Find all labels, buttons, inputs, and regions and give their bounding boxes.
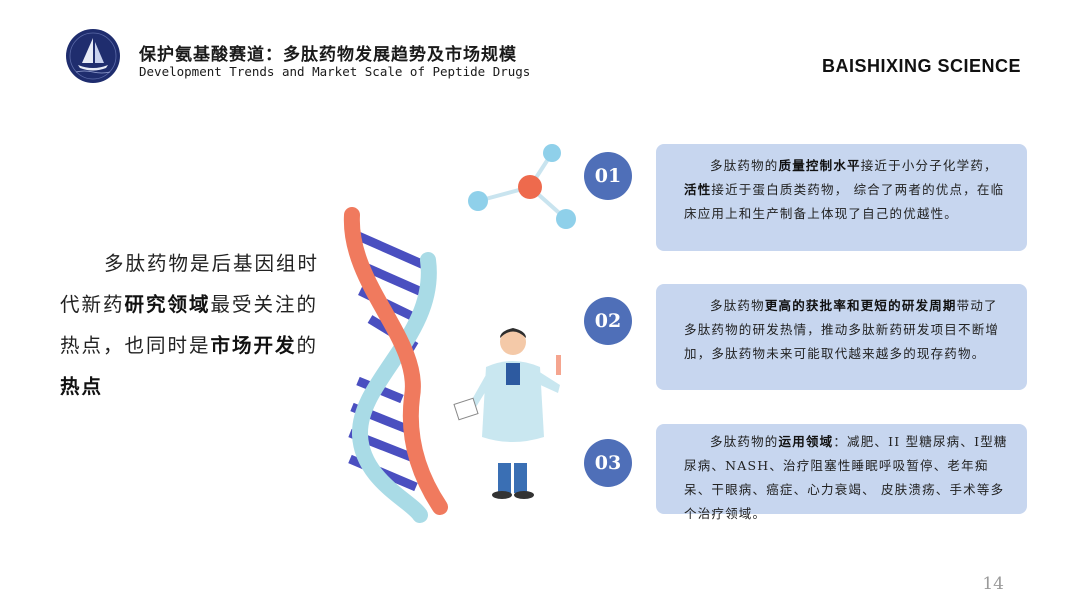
point-card-03: 多肽药物的运用领域：减肥、II 型糖尿病、I型糖尿病、NASH、治疗阻塞性睡眠呼… bbox=[656, 424, 1027, 521]
point-text-02: 多肽药物更高的获批率和更短的研发周期带动了多肽药物的研发热情，推动多肽新药研发项… bbox=[684, 294, 1009, 366]
page-number: 14 bbox=[982, 574, 1004, 594]
point-02-segment: 多肽药物 bbox=[710, 298, 765, 313]
molecule-icon bbox=[468, 144, 576, 229]
statement-segment: 多肽药物是后基因组时代新药 bbox=[60, 252, 320, 316]
statement-segment: 研究领域 bbox=[124, 293, 211, 316]
point-02-segment: 带动了多肽药物的研发热情，推动多肽新药研发项目不断增加，多肽药物未来可能取代越来… bbox=[684, 298, 1000, 361]
statement-segment: 市场开发 bbox=[210, 334, 297, 357]
point-text-03: 多肽药物的运用领域：减肥、II 型糖尿病、I型糖尿病、NASH、治疗阻塞性睡眠呼… bbox=[684, 430, 1009, 526]
key-statement: 多肽药物是后基因组时代新药研究领域最受关注的热点，也同时是市场开发的热点 bbox=[60, 243, 332, 407]
page-title: 保护氨基酸赛道：多肽药物发展趋势及市场规模 bbox=[139, 45, 517, 65]
brand-name: BAISHIXING SCIENCE bbox=[821, 56, 1021, 76]
statement-segment: 最受关注的热点，也同时是 bbox=[60, 293, 319, 357]
page-subtitle: Development Trends and Market Scale of P… bbox=[139, 64, 531, 79]
point-02-segment: 更高的获批率和更短的研发周期 bbox=[764, 298, 957, 313]
statement-segment: 热点 bbox=[60, 375, 104, 398]
dna-helix-icon bbox=[343, 207, 448, 523]
illustration bbox=[343, 144, 576, 523]
point-text-01: 多肽药物的质量控制水平接近于小分子化学药， 活性接近于蛋白质类药物， 综合了两者的… bbox=[684, 154, 1009, 226]
point-card-02: 多肽药物更高的获批率和更短的研发周期带动了多肽药物的研发热情，推动多肽新药研发项… bbox=[656, 284, 1027, 390]
point-01-segment: 接近于蛋白质类药物， 综合了两者的优点，在临床应用上和生产制备上体现了自己的优越… bbox=[684, 182, 1005, 221]
point-01-segment: 活性 bbox=[684, 182, 712, 197]
number-badge-01: 01 bbox=[584, 152, 632, 200]
sailboat-logo-icon bbox=[66, 29, 120, 83]
number-badge-03: 03 bbox=[584, 439, 632, 487]
point-01-segment: 多肽药物的 bbox=[710, 158, 779, 173]
point-01-segment: 质量控制水平 bbox=[778, 158, 861, 173]
statement-segment: 的 bbox=[296, 334, 319, 357]
point-03-segment: 多肽药物的 bbox=[710, 434, 779, 449]
point-card-01: 多肽药物的质量控制水平接近于小分子化学药， 活性接近于蛋白质类药物， 综合了两者的… bbox=[656, 144, 1027, 251]
number-badge-02: 02 bbox=[584, 297, 632, 345]
scientist-icon bbox=[453, 328, 561, 499]
point-01-segment: 接近于小分子化学药， bbox=[860, 158, 998, 173]
point-03-segment: ：减肥、II 型糖尿病、I型糖尿病、NASH、治疗阻塞性睡眠呼吸暂停、老年痴呆、… bbox=[684, 434, 1008, 521]
point-03-segment: 运用领域 bbox=[778, 434, 834, 449]
